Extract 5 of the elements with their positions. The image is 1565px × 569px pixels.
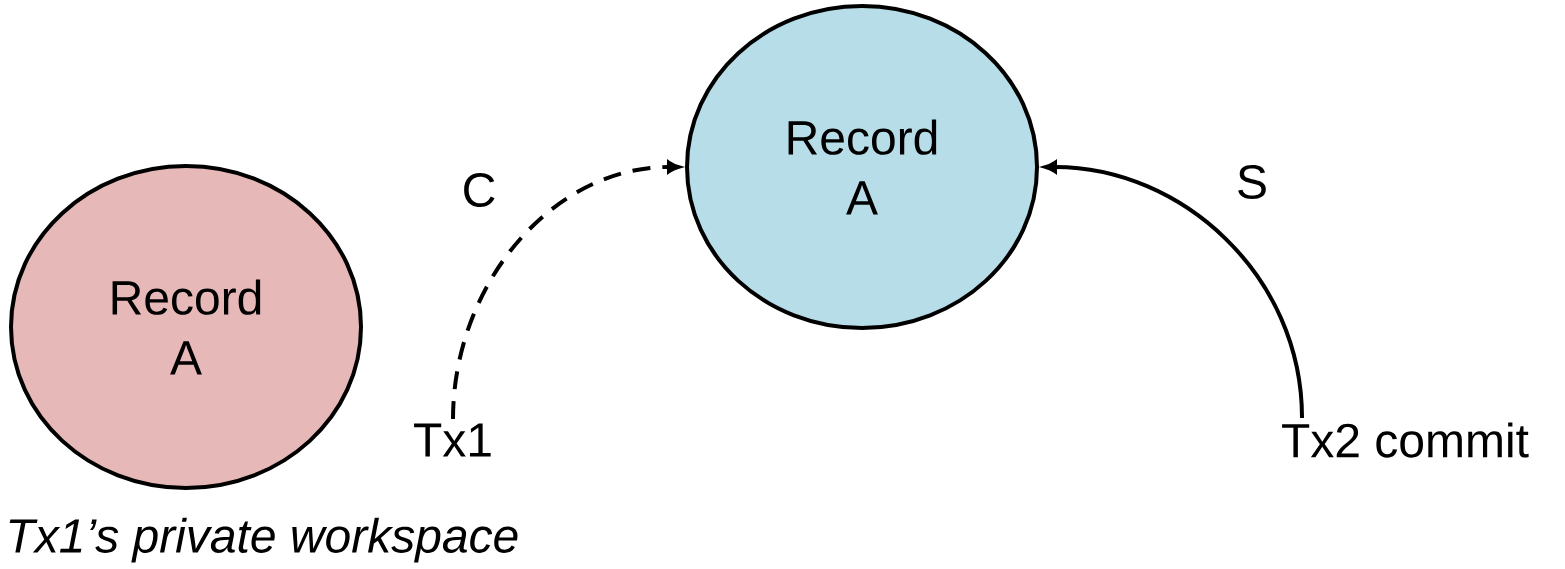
transaction-label: Tx1 xyxy=(414,423,491,457)
node-label: Tx1’s private workspace xyxy=(9,517,518,563)
edge-label: C xyxy=(459,171,499,209)
transaction-label: Tx2 commit xyxy=(1282,422,1529,458)
edge-label: S xyxy=(1234,163,1270,201)
